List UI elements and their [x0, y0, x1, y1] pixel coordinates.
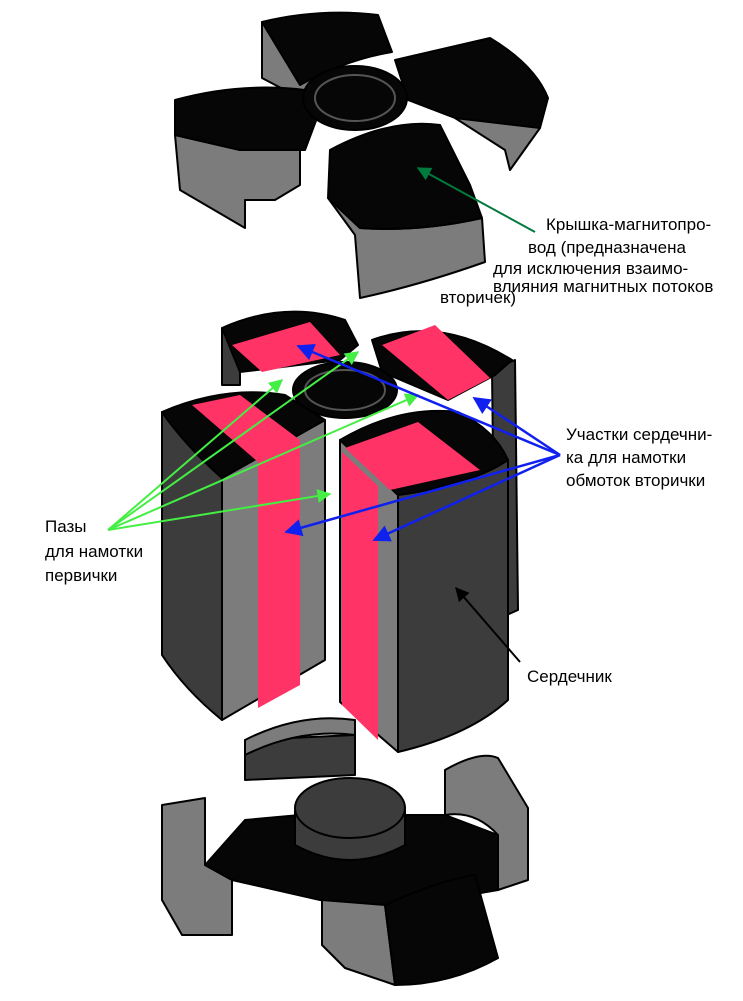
core-slot-front-top: [345, 422, 480, 490]
base-left-block: [161, 797, 233, 936]
section-pointer-arrow-1: [296, 343, 561, 457]
core: [161, 310, 519, 753]
cap-label-line-3: для исключения взаимо-: [493, 259, 688, 278]
cap-lobe-front: [327, 122, 483, 230]
base-front-block: [321, 899, 396, 986]
core-pointer-arrow: [455, 586, 521, 663]
cap-label-line-1: Крышка-магнитопро-: [546, 215, 711, 234]
core-label: Сердечник: [527, 667, 612, 686]
core-sections-label-line-3: обмоток вторички: [566, 471, 705, 490]
slot-pointer-arrow-1: [107, 379, 284, 531]
cap-label-line-2: вод (предназначена: [528, 238, 687, 257]
base-back-block-side: [244, 734, 356, 781]
bottom-base: [161, 717, 529, 986]
base-front-block-top: [384, 874, 499, 986]
core-sections-label-line-1: Участки сердечни-: [566, 425, 712, 444]
base-cross: [204, 814, 499, 911]
section-pointer-arrow-3: [284, 453, 561, 537]
core-slot-front: [342, 452, 378, 740]
slot-pointer-arrow-3: [107, 393, 420, 531]
cap-lobe-left: [174, 86, 321, 151]
cap-label-line-5: вторичек): [440, 288, 516, 307]
slot-pointer-arrow-2: [107, 351, 360, 531]
slots-label-line-3: первички: [45, 566, 117, 585]
base-back-block: [244, 717, 356, 756]
cap-lobe-back-right: [394, 37, 549, 129]
core-slot-left-top: [192, 395, 300, 462]
cap-center-ring: [302, 65, 408, 131]
slot-pointer-arrow-4: [107, 489, 332, 531]
cap-pointer-arrow: [416, 167, 536, 233]
cap-center-ring-inner: [314, 74, 396, 122]
core-slot-left: [258, 440, 300, 708]
base-center-disk: [294, 777, 406, 839]
core-sections-label-line-2: ка для намотки: [566, 448, 686, 467]
section-pointer-arrow-4: [372, 453, 561, 542]
slots-label-line-2: для намотки: [45, 542, 143, 561]
section-pointer-arrow-2: [472, 396, 561, 457]
core-slot-back-right: [382, 325, 490, 400]
labels: Крышка-магнитопро- вод (предназначена дл…: [45, 215, 713, 686]
slots-label-line-1: Пазы: [45, 517, 87, 536]
arrows: [107, 167, 561, 663]
top-cap: [174, 11, 549, 299]
base-right-block: [444, 754, 529, 891]
cap-label-line-4: влияния магнитных потоков: [493, 277, 713, 296]
